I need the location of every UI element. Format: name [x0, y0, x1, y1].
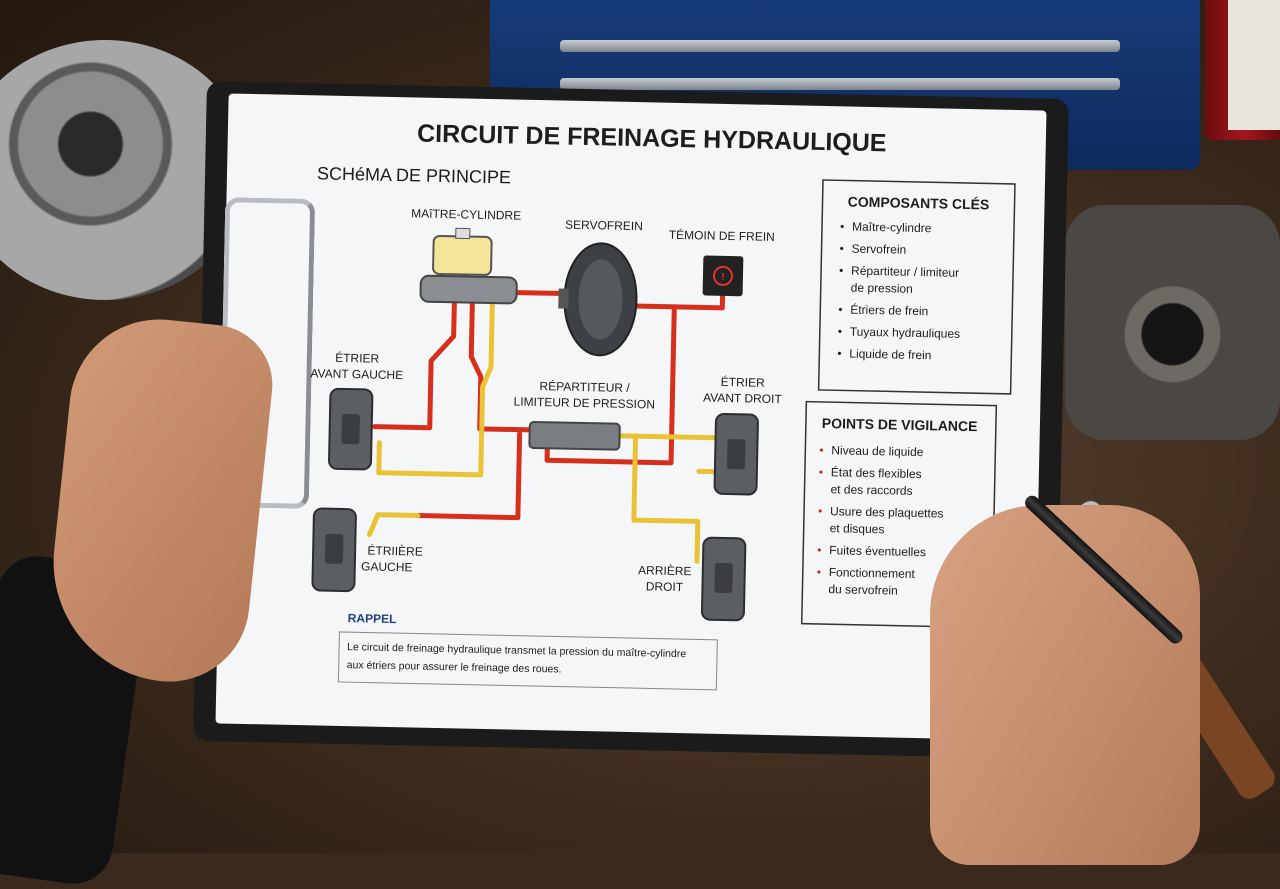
- components-item-text: Tuyaux hydrauliques: [850, 325, 961, 341]
- line-rear-right: [633, 436, 700, 561]
- components-bullet-icon: •: [839, 263, 843, 277]
- components-bullet-icon: •: [840, 219, 844, 233]
- line-to-distributor: [470, 303, 533, 430]
- vigilance-item-text: Fuites éventuelles: [829, 543, 926, 559]
- reminder-line-2: aux étriers pour assurer le freinage des…: [347, 659, 562, 675]
- caliper-piston: [714, 563, 733, 593]
- reservoir-cap: [456, 228, 470, 238]
- right-hand: [930, 505, 1200, 865]
- page-title: CIRCUIT DE FREINAGE HYDRAULIQUE: [417, 119, 887, 157]
- vigilance-item-text: Niveau de liquide: [831, 443, 924, 459]
- label-front-right-1: ÉTRIER: [721, 374, 766, 390]
- label-rear-right-1: ARRIÈRE: [638, 562, 692, 578]
- cylinder-body: [420, 276, 517, 304]
- vigilance-item-text: État des flexibles: [831, 464, 922, 481]
- reminder-box: RAPPEL Le circuit de freinage hydrauliqu…: [338, 611, 717, 690]
- caliper-rear-left: [312, 508, 356, 591]
- servo-link: [558, 288, 568, 308]
- warning-light-mark-icon: !: [721, 272, 725, 283]
- caliper-piston: [341, 414, 360, 444]
- vigilance-item-text: et disques: [830, 521, 885, 536]
- vigilance-bullet-icon: •: [817, 543, 821, 557]
- label-warning-light: TÉMOIN DE FREIN: [669, 227, 775, 244]
- label-master-cylinder: MAîTRE-CYLINDRE: [411, 206, 521, 222]
- components-heading: COMPOSANTS CLÉS: [848, 193, 990, 212]
- components-bullet-icon: •: [838, 302, 842, 316]
- subtitle: SCHéMA DE PRINCIPE: [317, 163, 511, 187]
- fluid-reservoir: [433, 236, 492, 275]
- label-distributor-2: LIMITEUR DE PRESSION: [513, 395, 655, 412]
- reminder-heading: RAPPEL: [348, 611, 397, 626]
- master-cylinder: [420, 228, 518, 304]
- label-rear-left-2: GAUCHE: [361, 559, 413, 574]
- components-bullet-icon: •: [837, 346, 841, 360]
- components-item-text: Servofrein: [851, 242, 906, 257]
- vigilance-item-text: Fonctionnement: [829, 565, 916, 581]
- components-item-text: Répartiteur / limiteur: [851, 264, 959, 280]
- line-front-left: [375, 301, 455, 429]
- caliper-front-left: [329, 389, 373, 470]
- caliper-piston: [727, 439, 746, 469]
- line-servo: [518, 293, 558, 294]
- vigilance-item-text: et des raccords: [830, 482, 912, 498]
- components-item-text: Liquide de frein: [849, 347, 931, 363]
- line-rear-left-yellow: [369, 515, 417, 536]
- components-item-text: Maître-cylindre: [852, 220, 932, 236]
- components-item-text: Étriers de frein: [850, 302, 928, 319]
- components-box: COMPOSANTS CLÉS • Maître-cylindre • Servofr…: [819, 180, 1015, 394]
- label-distributor-1: RÉPARTITEUR /: [539, 378, 630, 395]
- vigilance-item-text: du servofrein: [828, 582, 898, 597]
- caliper-front-right: [714, 414, 758, 495]
- brake-warning-light: !: [703, 255, 744, 296]
- vigilance-list: •Niveau de liquide•État des flexibleset …: [816, 443, 945, 599]
- vigilance-heading: POINTS DE VIGILANCE: [822, 415, 978, 434]
- distributor-body: [529, 422, 620, 450]
- vigilance-bullet-icon: •: [819, 443, 823, 457]
- components-item-text: de pression: [851, 281, 913, 296]
- vigilance-bullet-icon: •: [818, 504, 822, 518]
- pressure-distributor: [529, 422, 620, 450]
- label-front-left-1: ÉTRIER: [335, 350, 380, 366]
- line-front-right: [618, 436, 716, 438]
- label-rear-left-1: ÉTRIIÈRE: [367, 543, 423, 559]
- label-servo: SERVOFREIN: [565, 218, 643, 234]
- label-front-left-2: AVANT GAUCHE: [310, 366, 403, 382]
- components-bullet-icon: •: [838, 324, 842, 338]
- vigilance-bullet-icon: •: [817, 565, 821, 579]
- caliper-rear-right: [702, 538, 746, 621]
- hydraulic-lines: [369, 280, 723, 562]
- label-front-right-2: AVANT DROIT: [703, 391, 783, 407]
- components-list: • Maître-cylindre • Servofrein • Répartiteur …: [837, 219, 962, 363]
- label-rear-right-2: DROIT: [646, 579, 684, 594]
- caliper-piston: [325, 534, 344, 564]
- brake-servo: [557, 242, 637, 356]
- line-front-left-2: [379, 301, 493, 475]
- vigilance-bullet-icon: •: [819, 465, 823, 479]
- vigilance-item-text: Usure des plaquettes: [830, 504, 944, 520]
- components-bullet-icon: •: [839, 241, 843, 255]
- reminder-line-1: Le circuit de freinage hydraulique trans…: [347, 641, 686, 660]
